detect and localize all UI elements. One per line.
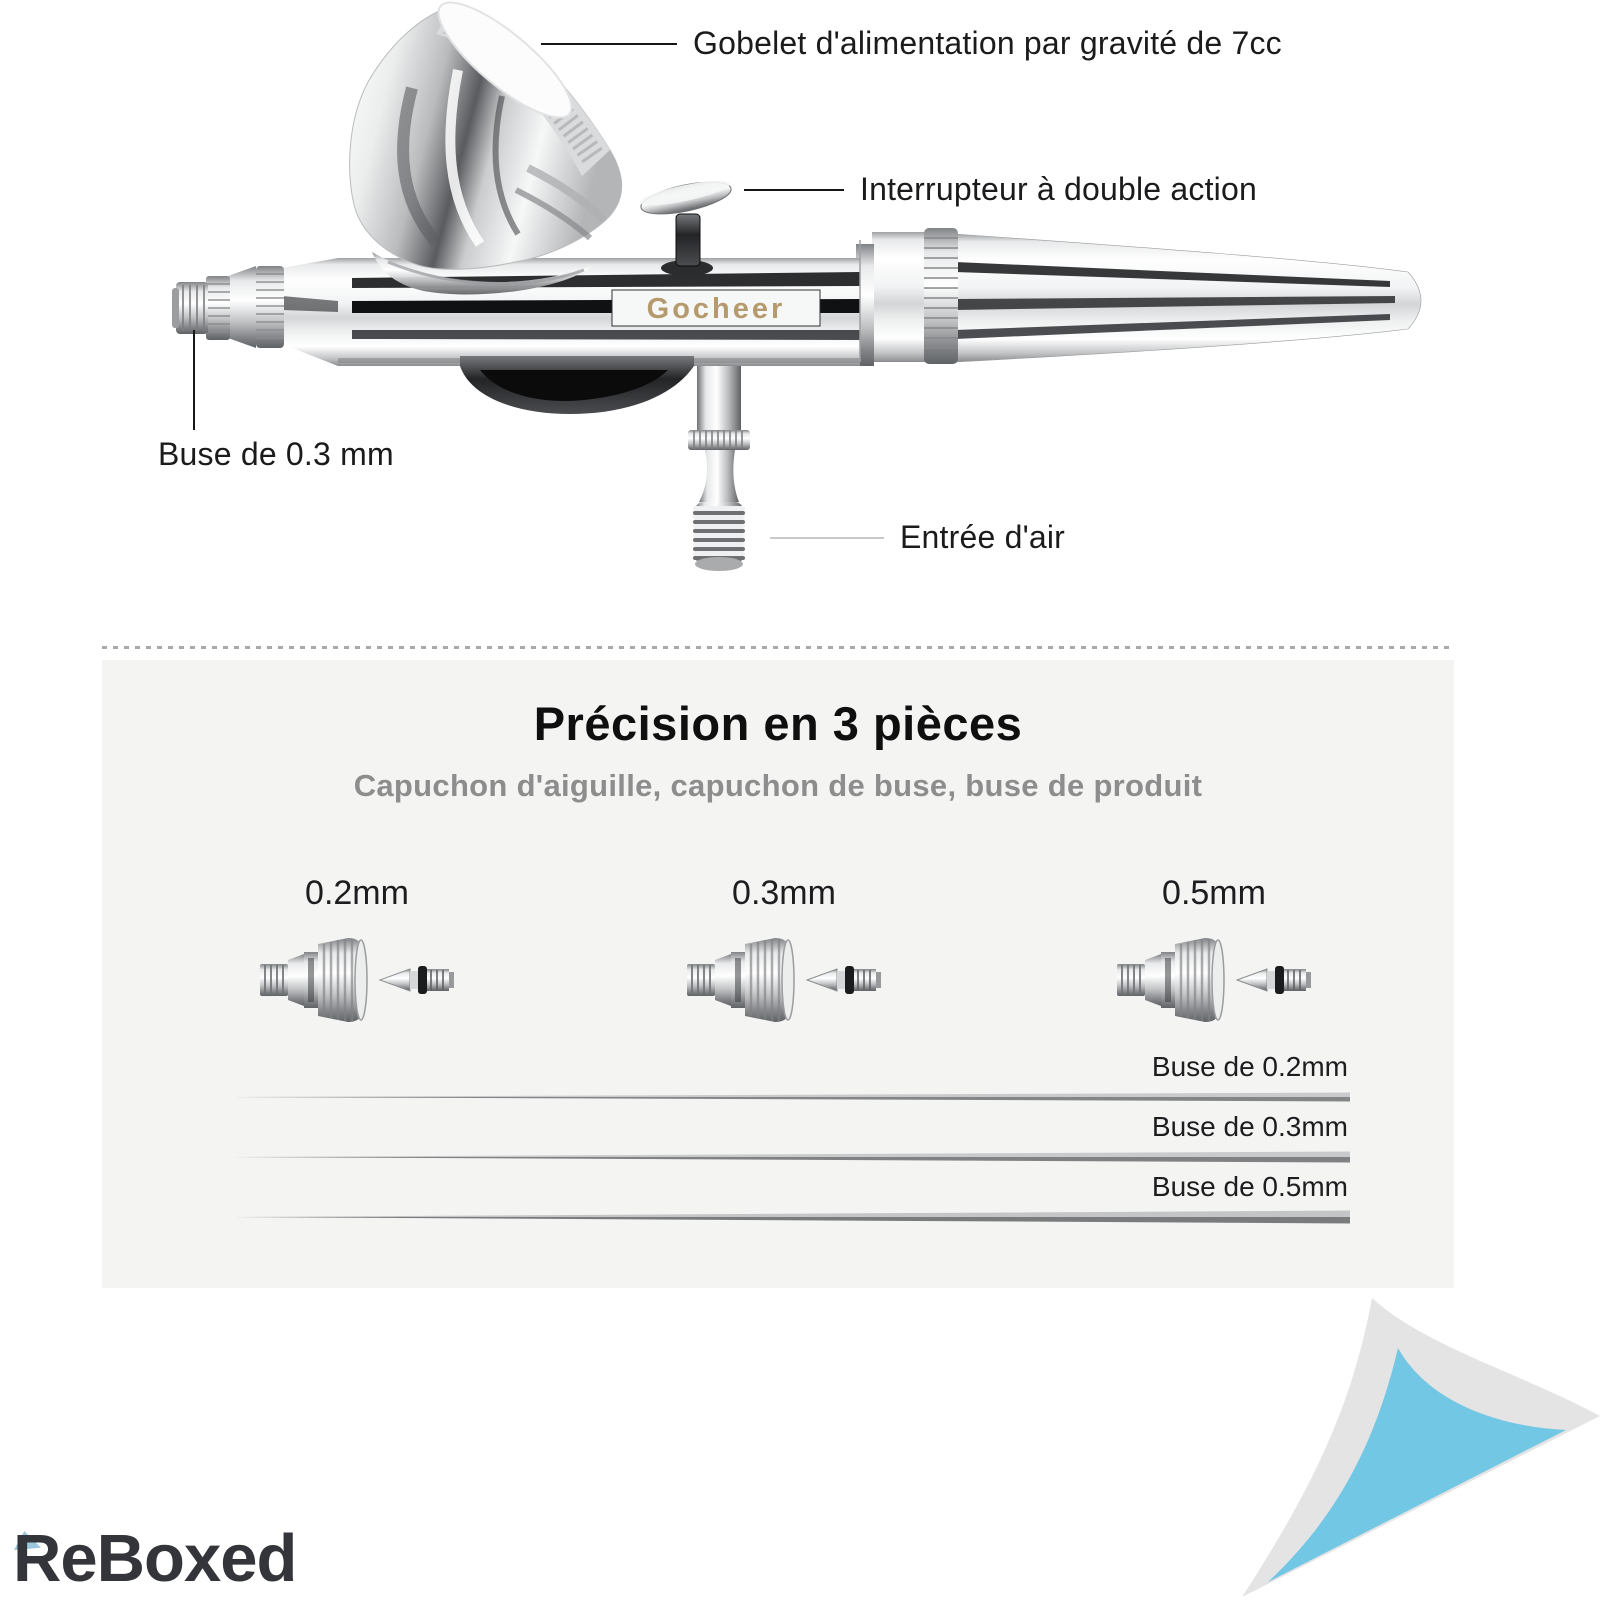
cup-base-flare [372, 252, 592, 295]
trigger-button [639, 180, 732, 276]
airbrush-illustration: Gocheer [172, 1, 1422, 571]
size-label-02: 0.2mm [305, 874, 409, 912]
leader-line-nozzle [193, 330, 195, 430]
dotted-separator [102, 646, 1454, 649]
leader-line-air-inlet [770, 537, 884, 539]
needle-05mm [233, 1210, 1350, 1224]
callout-cup-label: Gobelet d'alimentation par gravité de 7c… [693, 25, 1282, 61]
nozzle-set-02mm [258, 936, 456, 1024]
callout-air-inlet-label: Entrée d'air [900, 519, 1066, 555]
needle-label-02: Buse de 0.2mm [1151, 1051, 1348, 1082]
callout-trigger-label: Interrupteur à double action [860, 171, 1257, 207]
trigger-guard [460, 356, 694, 414]
reboxed-watermark: ReBoxed [13, 1521, 297, 1596]
brand-text: Gocheer [647, 293, 786, 325]
airbrush-handle [954, 233, 1422, 363]
airbrush-mid-ring [856, 228, 958, 366]
air-inlet-threads [693, 506, 745, 560]
needle-label-03: Buse de 0.3mm [1151, 1111, 1348, 1142]
leader-line-trigger [744, 189, 844, 191]
size-label-05: 0.5mm [1162, 874, 1266, 912]
needle-label-05: Buse de 0.5mm [1151, 1171, 1348, 1202]
size-label-03: 0.3mm [732, 874, 836, 912]
needle-02mm [233, 1092, 1350, 1102]
gravity-cup [349, 1, 623, 270]
nozzle-set-03mm [685, 936, 883, 1024]
needle-03mm [233, 1151, 1350, 1163]
callout-nozzle-label: Buse de 0.3 mm [158, 436, 394, 472]
air-inlet-valve [688, 366, 750, 571]
airbrush-nozzle-assembly [172, 258, 338, 366]
brand-plate: Gocheer [611, 289, 821, 327]
page-curl-icon [1242, 1298, 1600, 1597]
nozzle-set-05mm [1115, 936, 1313, 1024]
precision-title: Précision en 3 pièces [533, 697, 1023, 750]
precision-subtitle: Capuchon d'aiguille, capuchon de buse, b… [353, 768, 1203, 803]
leader-line-cup [541, 43, 677, 45]
